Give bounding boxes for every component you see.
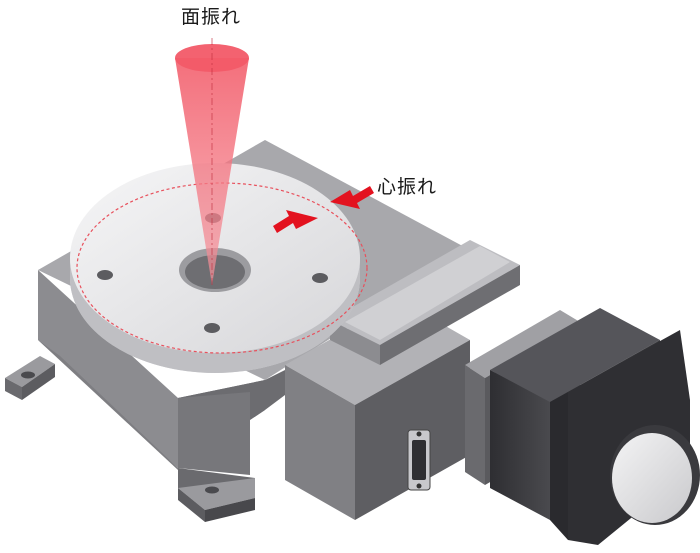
top-rail <box>330 240 520 365</box>
arrow-inward-right <box>330 186 374 209</box>
d-sub-connector <box>407 429 431 491</box>
servo-motor <box>465 308 700 545</box>
face-runout-label: 面振れ <box>181 6 242 28</box>
mount-hole-left <box>21 371 35 379</box>
mount-hole-front <box>205 486 219 494</box>
bolt-hole <box>312 273 328 283</box>
motor-end-cap <box>612 433 692 523</box>
face-runout-beam <box>175 38 249 288</box>
radial-runout-arrows <box>273 186 374 233</box>
bolt-hole <box>204 323 220 333</box>
radial-runout-label: 心振れ <box>377 176 438 198</box>
bolt-hole <box>97 270 113 280</box>
arrow-inward-left <box>273 210 318 233</box>
